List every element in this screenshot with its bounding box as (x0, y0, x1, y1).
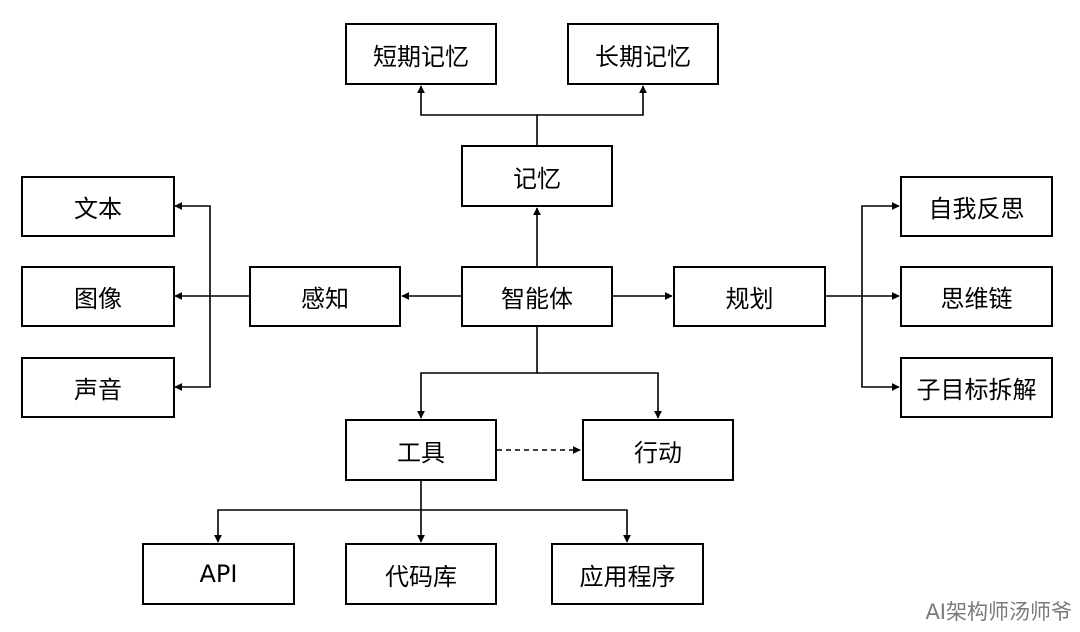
watermark-text: AI架构师汤师爷 (925, 600, 1072, 624)
node-action: 行动 (582, 419, 734, 481)
edge-memory-to-long-term (537, 85, 647, 116)
edge-perception-to-sound (174, 296, 211, 391)
node-application: 应用程序 (551, 543, 704, 605)
node-self-reflection: 自我反思 (900, 176, 1053, 237)
edge-perception-to-text (174, 202, 211, 296)
node-sound: 声音 (21, 357, 175, 418)
edge-planning-to-subgoal (861, 296, 900, 391)
node-long-term-memory: 长期记忆 (567, 23, 719, 85)
node-api: API (142, 543, 295, 605)
node-planning: 规划 (673, 266, 826, 327)
node-memory: 记忆 (461, 145, 613, 207)
node-image: 图像 (21, 266, 175, 327)
node-subgoal-decomposition: 子目标拆解 (900, 357, 1053, 418)
edge-agent-to-action (537, 372, 662, 419)
node-short-term-memory: 短期记忆 (345, 23, 497, 85)
node-code-library: 代码库 (345, 543, 497, 605)
edge-tools-to-api (214, 509, 421, 543)
node-text: 文本 (21, 176, 175, 237)
edge-agent-to-tools (417, 327, 538, 419)
node-perception: 感知 (249, 266, 401, 327)
edge-memory-to-short-term (417, 85, 538, 145)
edge-tools-to-application (421, 509, 631, 543)
edge-planning-to-reflection (861, 202, 900, 296)
node-tools: 工具 (345, 419, 497, 481)
node-agent: 智能体 (461, 266, 613, 327)
node-chain-of-thought: 思维链 (900, 266, 1053, 327)
